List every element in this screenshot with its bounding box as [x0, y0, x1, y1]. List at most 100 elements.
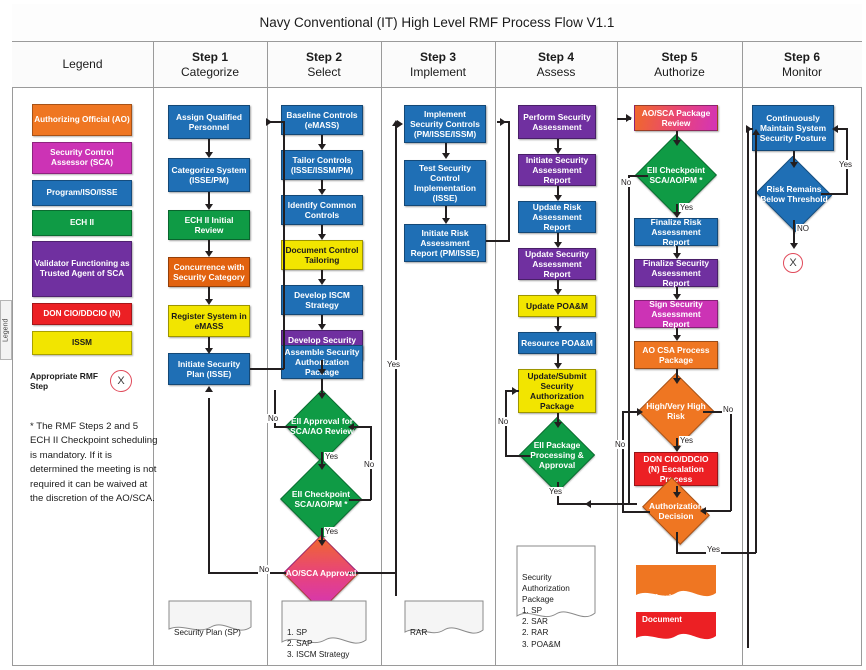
legend-item-validator: Validator Functioning as Trusted Agent o…: [32, 241, 132, 297]
legend-side-tab[interactable]: Legend: [0, 300, 12, 360]
arrow-down-icon: [790, 243, 798, 249]
step2-node-develop-security-assessment-plan: [281, 300, 363, 302]
node-label: Update POA&M: [526, 300, 588, 311]
connector: [557, 413, 559, 425]
connector: [628, 175, 648, 177]
connector: [208, 287, 210, 302]
node-label: Assign Qualified Personnel: [175, 111, 243, 132]
step4-node-update-security-assessment-report: Update Security Assessment Report: [518, 248, 596, 280]
connector: [557, 317, 559, 329]
edge-label-no: No: [267, 414, 280, 423]
connector: [793, 151, 795, 165]
arrow-down-icon: [554, 363, 562, 369]
arrow-right-icon: [500, 118, 506, 126]
arrow-right-icon: [266, 118, 272, 126]
arrow-down-icon: [673, 492, 681, 498]
step3-node-implement-security-controls: Implement Security Controls (PM/ISSE/ISS…: [404, 105, 486, 143]
connector: [208, 337, 210, 351]
arrow-down-icon: [442, 218, 450, 224]
step5-document-don-cio-risk-acceptance: DON CIO Risk Acceptance: [636, 612, 716, 660]
connector: [676, 204, 678, 217]
connector: [793, 220, 795, 247]
arrow-down-icon: [205, 348, 213, 354]
step5-node-finalize-risk-assessment-report: Finalize Risk Assessment Report: [634, 217, 718, 247]
step2-document-outputs: 1. SP 2. SAP 3. ISCM Strategy: [281, 600, 367, 659]
step1-node-assign-qualified-personnel: Assign Qualified Personnel: [168, 105, 250, 139]
step4-node-update-submit-package: Update/Submit Security Authorization Pac…: [518, 369, 596, 413]
step5-node-sign-security-assessment-report: Sign Security Assessment Report: [634, 299, 718, 329]
connector: [676, 532, 678, 554]
step5-node-ao-csa-process-package: AO CSA Process Package: [634, 341, 718, 369]
document-label: Security Plan (SP): [174, 628, 241, 638]
connector: [250, 368, 284, 370]
connector: [283, 121, 285, 369]
connector: [676, 486, 678, 496]
legend-rmf-step-marker: Appropriate RMF Step X: [30, 370, 160, 392]
column-header-row: Legend Step 1 Categorize Step 2 Select S…: [12, 42, 862, 88]
connector: [274, 426, 297, 428]
document-label: Authorization Decision Document: [642, 593, 695, 625]
step1-node-ech-ii-initial-review: ECH II Initial Review: [168, 210, 250, 240]
edge-label-yes: Yes: [679, 203, 695, 212]
terminator-circled-x-icon: X: [783, 253, 803, 273]
arrow-down-icon: [673, 378, 681, 384]
step5-decision-eii-checkpoint: EII Checkpoint SCA/AO/PM *: [634, 133, 718, 217]
arrow-down-icon: [318, 369, 326, 375]
connector: [703, 411, 731, 413]
step5-decision-high-very-high-risk: High/Very High Risk: [637, 372, 715, 450]
edge-label-no: No: [258, 565, 271, 574]
step5-node-don-cio-escalation: DON CIO/DDCIO (N) Escalation Process: [634, 452, 718, 486]
arrow-down-icon: [318, 279, 326, 285]
edge-label-no: No: [620, 178, 633, 187]
legend-item-label: Program/ISO/ISSE: [46, 187, 118, 197]
arrow-down-icon: [673, 446, 681, 452]
arrow-right-icon: [626, 114, 632, 122]
edge-label-no: No: [614, 440, 627, 449]
connector: [321, 180, 323, 192]
node-label: Tailor Controls (ISSE/ISSM/PM): [290, 154, 354, 175]
connector: [208, 398, 210, 573]
edge-label-no: No: [722, 405, 735, 414]
connector: [622, 411, 639, 413]
arrow-down-icon: [554, 289, 562, 295]
step2-node-sap: [281, 303, 363, 305]
step4-node-resource-poam: Resource POA&M: [518, 332, 596, 354]
connector: [508, 121, 510, 241]
arrow-down-icon: [318, 189, 326, 195]
legend-rmf-step-label: Appropriate RMF Step: [30, 370, 98, 392]
arrow-left-icon: [348, 423, 354, 431]
edge-label-yes: Yes: [838, 160, 854, 169]
connector: [557, 186, 559, 198]
arrow-right-icon: [397, 120, 403, 128]
connector: [445, 143, 447, 156]
decision-label: High/Very High Risk: [646, 400, 706, 421]
legend-item-label: ECH II: [69, 217, 95, 227]
decision-label: EII Package Processing & Approval: [530, 439, 584, 471]
decision-label: Authorization Decision: [649, 500, 703, 521]
connector: [730, 411, 732, 511]
arrow-left-icon: [700, 507, 706, 515]
document-label: RAR: [410, 628, 428, 638]
arrow-down-icon: [318, 540, 326, 546]
step1-node-initiate-security-plan: Initiate Security Plan (ISSE): [168, 353, 250, 385]
step1-document-security-plan: Security Plan (SP): [168, 600, 252, 637]
column-divider-6: [742, 42, 743, 666]
node-label: AO CSA Process Package: [642, 344, 710, 365]
edge-label-no: No: [497, 417, 510, 426]
legend-item-label: Security Control Assessor (SCA): [50, 147, 114, 167]
step5-document-authorization-decision-document: Authorization Decision Document: [636, 565, 716, 624]
arrow-right-icon: [637, 408, 643, 416]
column-header-step3: Step 3 Implement: [381, 42, 495, 88]
arrow-down-icon: [318, 324, 326, 330]
step4-node-perform-security-assessment: Perform Security Assessment: [518, 105, 596, 139]
step2-node-document-control-tailoring: Document Control Tailoring: [281, 240, 363, 270]
edge-label-yes: Yes: [548, 487, 564, 496]
connector: [208, 139, 210, 155]
arrow-down-icon: [205, 152, 213, 158]
step6-node-continuously-maintain-posture: Continuously Maintain System Security Po…: [752, 105, 834, 151]
connector: [266, 121, 284, 123]
arrow-up-icon: [752, 129, 760, 135]
decision-label: AO/SCA Approval: [285, 567, 357, 578]
connector: [676, 369, 678, 381]
arrow-down-icon: [442, 153, 450, 159]
